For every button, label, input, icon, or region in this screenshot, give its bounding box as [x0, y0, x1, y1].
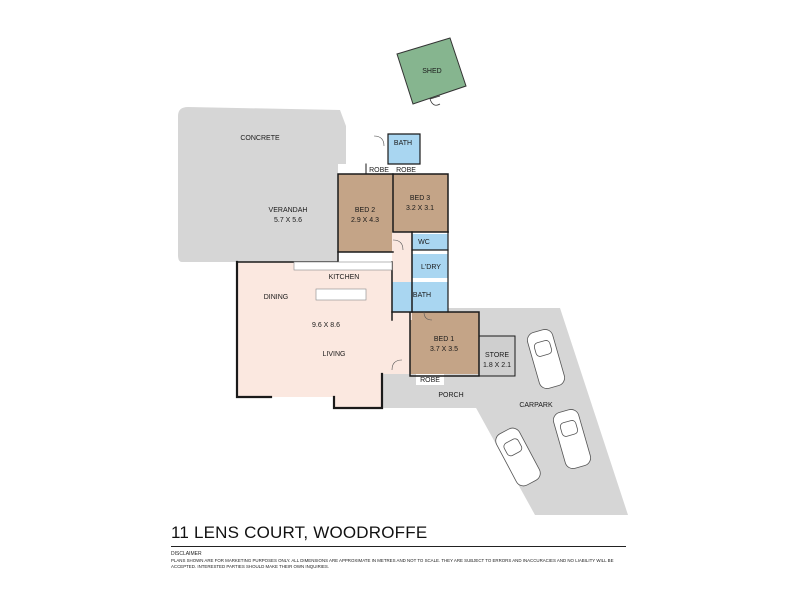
robe-3 — [416, 374, 444, 385]
label-verandah: VERANDAH — [269, 207, 308, 214]
label-porch: PORCH — [438, 392, 463, 399]
label-bed2: BED 2 — [355, 207, 375, 214]
label-verandah-dims: 5.7 X 5.6 — [274, 217, 302, 224]
kitchen-island — [315, 288, 367, 301]
disclaimer-text: PLANS SHOWN ARE FOR MARKETING PURPOSES O… — [171, 558, 614, 569]
car-left — [495, 427, 541, 487]
bath-top-room — [388, 134, 420, 164]
title-divider — [171, 546, 626, 547]
door-swings — [373, 135, 433, 371]
label-bed3: BED 3 — [410, 195, 430, 202]
label-bed1: BED 1 — [434, 336, 454, 343]
property-title: 11 LENS COURT, WOODROFFE — [171, 523, 428, 542]
label-concrete: CONCRETE — [240, 135, 280, 142]
bed1-room — [410, 312, 479, 374]
car-right — [553, 409, 591, 469]
label-wc: WC — [418, 239, 430, 246]
kitchen-bench — [293, 261, 393, 271]
shed-door — [429, 95, 441, 106]
disclaimer-heading: DISCLAIMER — [171, 551, 202, 557]
label-robe-1: ROBE — [369, 167, 389, 174]
label-bed3-dims: 3.2 X 3.1 — [406, 205, 434, 212]
label-bed2-dims: 2.9 X 4.3 — [351, 217, 379, 224]
label-carpark: CARPARK — [519, 402, 553, 409]
label-shed: SHED — [422, 68, 441, 75]
label-dining: DINING — [264, 294, 289, 301]
bed2-room — [338, 174, 393, 252]
label-store: STORE — [485, 352, 509, 359]
robe-2 — [393, 164, 419, 174]
wc-room — [412, 234, 448, 250]
label-living-dims: 9.6 X 8.6 — [312, 322, 340, 329]
car-top — [527, 329, 565, 389]
bed3-room — [393, 174, 448, 232]
store-room — [479, 336, 515, 376]
shed — [396, 37, 467, 105]
concrete-area — [178, 107, 346, 262]
label-bed1-dims: 3.7 X 3.5 — [430, 346, 458, 353]
label-robe-3: ROBE — [420, 377, 440, 384]
label-bath-top: BATH — [394, 140, 412, 147]
label-kitchen: KITCHEN — [329, 274, 360, 281]
label-living: LIVING — [323, 351, 346, 358]
robe-1 — [366, 164, 392, 174]
laundry-room — [412, 254, 448, 278]
label-laundry: L'DRY — [421, 264, 441, 271]
verandah-area — [237, 164, 338, 262]
label-bath-mid: BATH — [413, 292, 431, 299]
living-dining-kitchen — [237, 262, 410, 408]
label-robe-2: ROBE — [396, 167, 416, 174]
label-store-dims: 1.8 X 2.1 — [483, 362, 511, 369]
bath-mid-room — [392, 282, 448, 312]
porch-area — [382, 374, 516, 408]
